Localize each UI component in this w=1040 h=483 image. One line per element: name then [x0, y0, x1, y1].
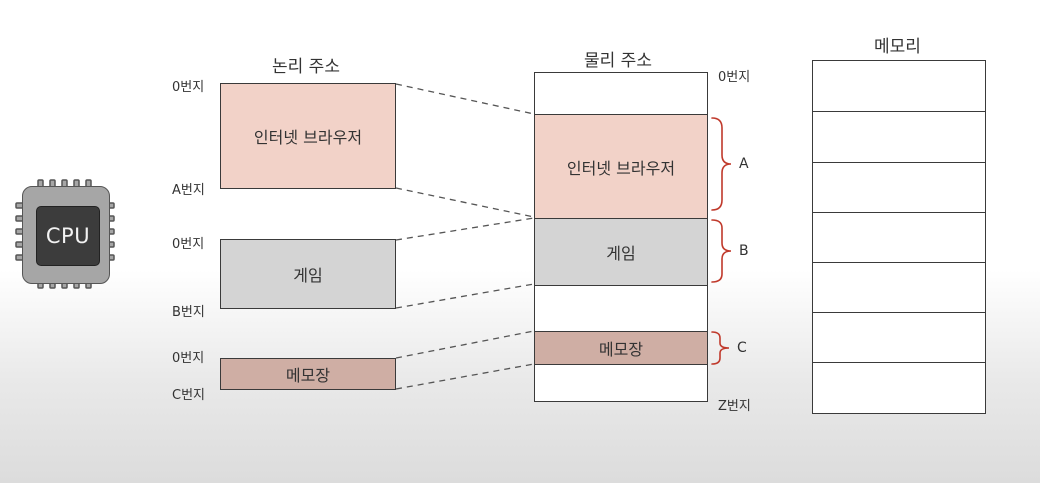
physical-start-address: 0번지 — [718, 70, 751, 85]
logical-game-end-address: B번지 — [172, 305, 205, 320]
connector-game-top — [395, 217, 535, 241]
logical-block-browser: 인터넷 브라우저 — [220, 83, 396, 189]
physical-region-game-label: 게임 — [606, 244, 636, 263]
memory-row-divider — [813, 162, 985, 163]
physical-region-browser-label: 인터넷 브라우저 — [566, 158, 676, 178]
logical-browser-end-address: A번지 — [172, 183, 205, 198]
memory-row-divider — [813, 312, 985, 313]
cpu-label: CPU — [36, 206, 100, 266]
memory-row-divider — [813, 212, 985, 213]
logical-block-game-label: 게임 — [293, 266, 323, 285]
logical-notepad-end-address: C번지 — [172, 388, 205, 403]
memory-title: 메모리 — [874, 37, 921, 57]
brace-b-label: B — [739, 243, 749, 259]
brace-b — [711, 219, 732, 283]
physical-region-notepad: 메모장 — [535, 331, 707, 365]
physical-end-address: Z번지 — [718, 399, 751, 414]
brace-c-label: C — [737, 340, 747, 356]
brace-a — [711, 117, 732, 211]
connector-notepad-top — [395, 330, 535, 359]
logical-block-browser-label: 인터넷 브라우저 — [253, 128, 363, 147]
connector-notepad-bottom — [395, 363, 535, 390]
brace-c — [711, 331, 730, 365]
memory-row-divider — [813, 262, 985, 263]
logical-game-start-address: 0번지 — [172, 237, 205, 252]
physical-region-game: 게임 — [535, 218, 707, 285]
memory-block — [812, 60, 986, 414]
physical-region-free — [535, 285, 707, 331]
physical-region-notepad-label: 메모장 — [598, 340, 644, 359]
logical-browser-start-address: 0번지 — [172, 80, 205, 95]
memory-row-divider — [813, 111, 985, 112]
connector-browser-bottom — [395, 187, 535, 218]
physical-region-browser: 인터넷 브라우저 — [535, 114, 707, 218]
connector-game-bottom — [395, 283, 535, 309]
physical-address-title: 물리 주소 — [584, 51, 652, 71]
logical-block-game: 게임 — [220, 239, 396, 309]
logical-block-notepad-label: 메모장 — [285, 366, 331, 385]
logical-block-notepad: 메모장 — [220, 358, 396, 390]
connector-browser-top — [395, 83, 535, 115]
logical-notepad-start-address: 0번지 — [172, 351, 205, 366]
brace-a-label: A — [739, 156, 749, 172]
physical-memory-block: 인터넷 브라우저 게임 메모장 — [534, 72, 708, 402]
memory-row-divider — [813, 362, 985, 363]
logical-address-title: 논리 주소 — [272, 57, 340, 77]
